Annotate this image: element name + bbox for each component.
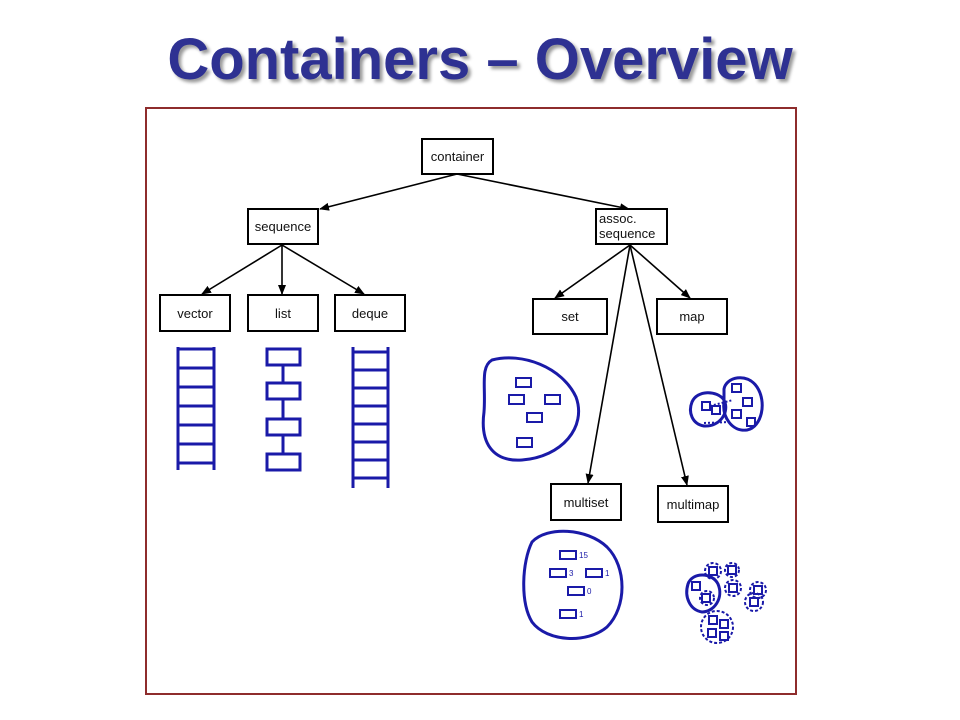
edge-assoc-multiset	[585, 244, 631, 484]
node-list: list	[247, 294, 319, 332]
node-deque: deque	[334, 294, 406, 332]
node-vector: vector	[159, 294, 231, 332]
node-sequence: sequence	[247, 208, 319, 245]
node-vector-label: vector	[177, 306, 213, 321]
edge-container-assoc	[456, 173, 630, 212]
node-list-label: list	[275, 306, 291, 321]
map-blob-sketch	[689, 376, 764, 432]
node-container-label: container	[431, 149, 485, 164]
multiset-count-1b: 1	[579, 610, 584, 619]
multiset-count-0: 0	[587, 587, 592, 596]
vector-ladder-sketch	[176, 347, 216, 470]
edge-assoc-set	[554, 244, 631, 299]
slide-title: Containers – Overview	[167, 27, 793, 92]
multiset-count-1a: 1	[605, 569, 610, 578]
edge-sequence-deque	[281, 244, 365, 295]
node-assoc-label-line1: assoc.	[599, 211, 637, 226]
node-container: container	[421, 138, 494, 175]
edge-sequence-vector	[201, 244, 283, 295]
list-chain-sketch	[265, 347, 302, 472]
node-assoc-label-line2: sequence	[599, 226, 655, 241]
node-set: set	[532, 298, 608, 335]
container-hierarchy-diagram: container sequence assoc. sequence vecto…	[159, 138, 767, 644]
node-multimap: multimap	[657, 485, 729, 523]
multiset-blob-sketch: 15 3 1 0 1	[522, 529, 624, 640]
set-blob-sketch	[481, 356, 581, 462]
diagram-frame: container sequence assoc. sequence vecto…	[145, 107, 797, 695]
node-multiset-label: multiset	[564, 495, 609, 510]
deque-ladder-sketch	[351, 347, 390, 488]
node-map-label: map	[679, 309, 704, 324]
node-assoc-sequence: assoc. sequence	[595, 208, 668, 245]
node-sequence-label: sequence	[255, 219, 311, 234]
node-map: map	[656, 298, 728, 335]
multiset-count-15: 15	[579, 551, 588, 560]
edge-assoc-multimap	[629, 244, 689, 486]
node-deque-label: deque	[352, 306, 388, 321]
multimap-blob-sketch	[685, 562, 767, 644]
node-multimap-label: multimap	[667, 497, 720, 512]
edge-assoc-map	[629, 244, 691, 299]
multiset-count-3: 3	[569, 569, 574, 578]
node-multiset: multiset	[550, 483, 622, 521]
edge-container-sequence	[319, 173, 458, 211]
node-set-label: set	[561, 309, 579, 324]
